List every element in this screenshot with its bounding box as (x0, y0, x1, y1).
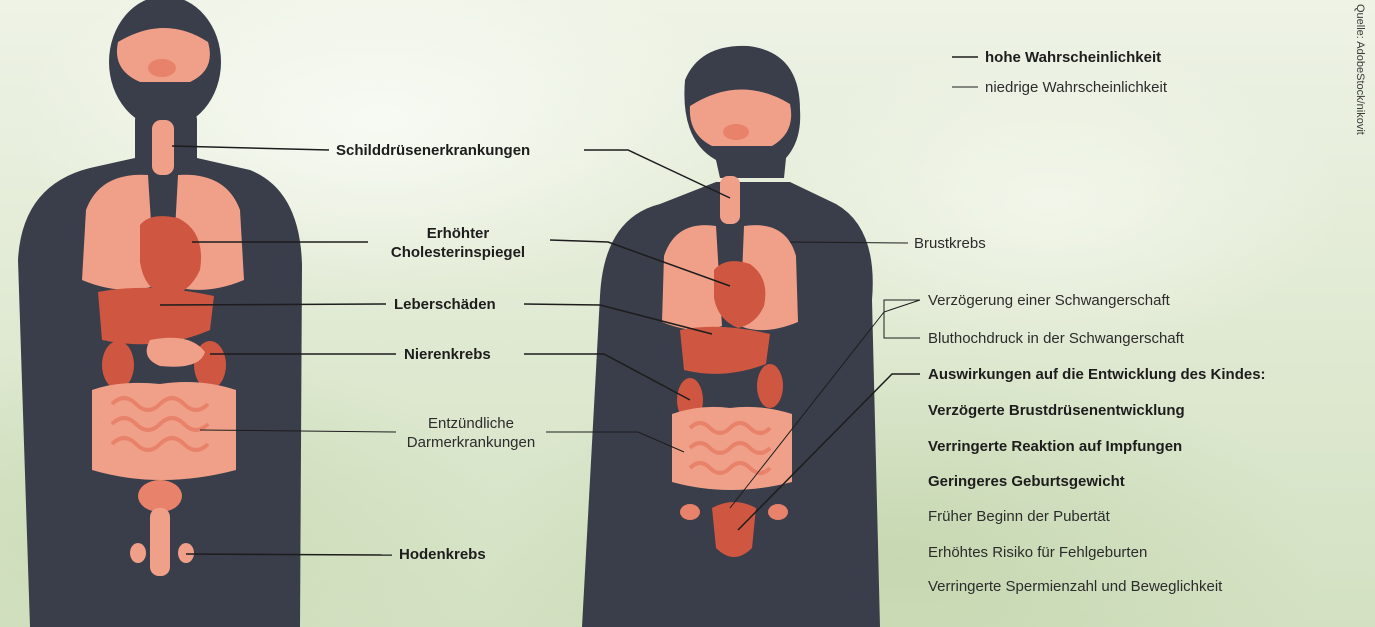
label-pregnancy-delay: Verzögerung einer Schwangerschaft (928, 291, 1170, 310)
label-kidney: Nierenkrebs (404, 345, 491, 364)
label-child-item: Verringerte Reaktion auf Impfungen (928, 437, 1182, 456)
label-child-heading: Auswirkungen auf die Entwicklung des Kin… (928, 365, 1266, 384)
legend-high-label: hohe Wahrscheinlichkeit (985, 48, 1161, 67)
label-liver: Leberschäden (394, 295, 496, 314)
label-testicle: Hodenkrebs (399, 545, 486, 564)
legend-lines (952, 57, 978, 87)
label-child-item: Früher Beginn der Pubertät (928, 507, 1110, 526)
label-bowel: Entzündliche Darmerkrankungen (396, 414, 546, 452)
label-bowel-line1: Entzündliche (396, 414, 546, 433)
label-cholesterol: Erhöhter Cholesterinspiegel (368, 224, 548, 262)
label-hypertension: Bluthochdruck in der Schwangerschaft (928, 329, 1184, 348)
label-breast: Brustkrebs (914, 234, 986, 253)
legend-low-label: niedrige Wahrscheinlichkeit (985, 78, 1167, 97)
label-child-item: Erhöhtes Risiko für Fehlgeburten (928, 543, 1147, 562)
image-credit: Quelle: AdobeStock/nikovit (1354, 4, 1366, 135)
label-cholesterol-line2: Cholesterinspiegel (368, 243, 548, 262)
label-child-item: Verringerte Spermienzahl und Beweglichke… (928, 577, 1222, 596)
label-bowel-line2: Darmerkrankungen (396, 433, 546, 452)
label-child-item: Geringeres Geburtsgewicht (928, 472, 1125, 491)
label-child-item: Verzögerte Brustdrüsenentwicklung (928, 401, 1185, 420)
label-thyroid: Schilddrüsenerkrankungen (336, 141, 530, 160)
label-cholesterol-line1: Erhöhter (368, 224, 548, 243)
